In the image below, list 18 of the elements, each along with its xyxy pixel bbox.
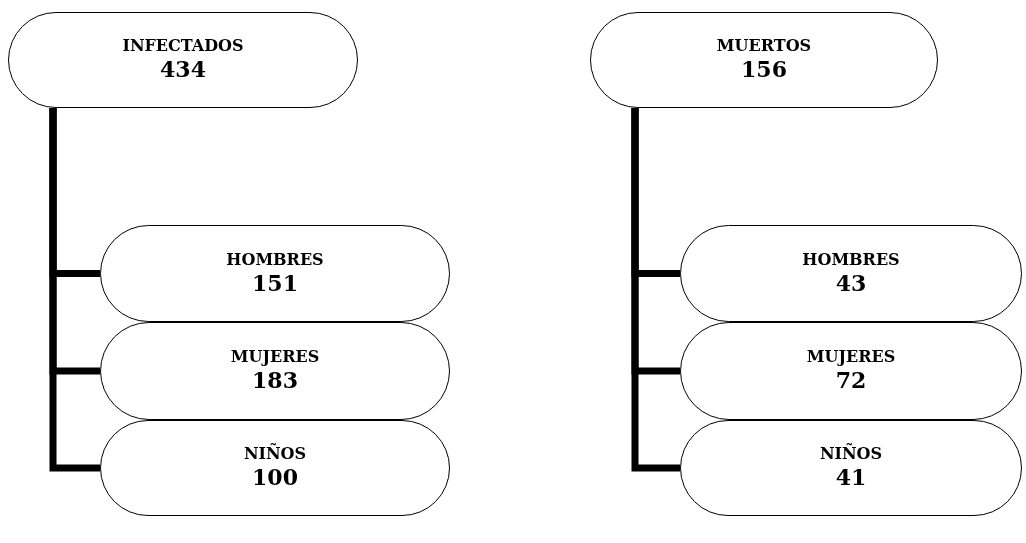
count-value: 100 xyxy=(252,464,298,492)
count-value: 183 xyxy=(252,367,298,395)
count-value: 43 xyxy=(835,269,867,298)
category-label: HOMBRES xyxy=(802,249,900,270)
count-value: 151 xyxy=(252,269,298,298)
count-value: 434 xyxy=(160,56,206,84)
category-label: HOMBRES xyxy=(226,249,324,270)
connector-line xyxy=(49,108,100,472)
category-label: NIÑOS xyxy=(243,444,307,465)
category-label: MUJERES xyxy=(806,347,896,368)
count-value: 156 xyxy=(741,56,787,84)
count-value: 41 xyxy=(835,464,867,492)
category-label: MUERTOS xyxy=(716,36,812,57)
category-label: NIÑOS xyxy=(819,444,883,465)
category-label: MUJERES xyxy=(230,347,320,368)
connector-line xyxy=(631,108,680,472)
count-value: 72 xyxy=(835,367,867,395)
category-label: INFECTADOS xyxy=(122,36,244,57)
